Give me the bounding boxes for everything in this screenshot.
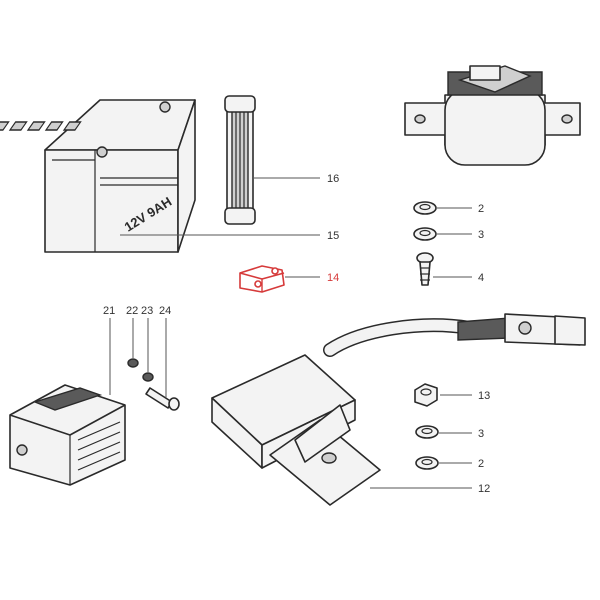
fuse-connector-highlighted[interactable]: [239, 265, 285, 293]
callout-2-top: 2: [478, 203, 484, 215]
battery[interactable]: 12V 9AH: [0, 99, 196, 253]
callout-24: 24: [159, 305, 171, 317]
callout-12: 12: [478, 483, 490, 495]
callout-21: 21: [103, 305, 115, 317]
callout-14: 14: [327, 272, 339, 284]
nut-13[interactable]: [414, 383, 438, 407]
callout-2-bottom: 2: [478, 458, 484, 470]
bolt-24[interactable]: [145, 387, 180, 411]
battery-terminals: [0, 101, 171, 158]
voltage-regulator[interactable]: [0, 384, 126, 486]
callout-15: 15: [327, 230, 339, 242]
callout-16: 16: [327, 173, 339, 185]
washer-bottom-2[interactable]: [415, 456, 439, 470]
washer-bottom-3[interactable]: [415, 425, 439, 439]
ignition-unit[interactable]: [211, 313, 586, 506]
nut-22[interactable]: [127, 358, 139, 368]
callout-22: 22: [126, 305, 138, 317]
washer-top-2[interactable]: [413, 201, 437, 215]
washer-23[interactable]: [142, 372, 154, 382]
screw-4[interactable]: [416, 252, 434, 286]
callout-3-top: 3: [478, 229, 484, 241]
callout-3-bottom: 3: [478, 428, 484, 440]
callout-13: 13: [478, 390, 490, 402]
battery-strap[interactable]: [224, 95, 256, 225]
starter-relay[interactable]: [404, 65, 581, 166]
washer-top-3[interactable]: [413, 227, 437, 241]
callout-23: 23: [141, 305, 153, 317]
leader-lines: [109, 177, 472, 489]
callout-4: 4: [478, 272, 484, 284]
